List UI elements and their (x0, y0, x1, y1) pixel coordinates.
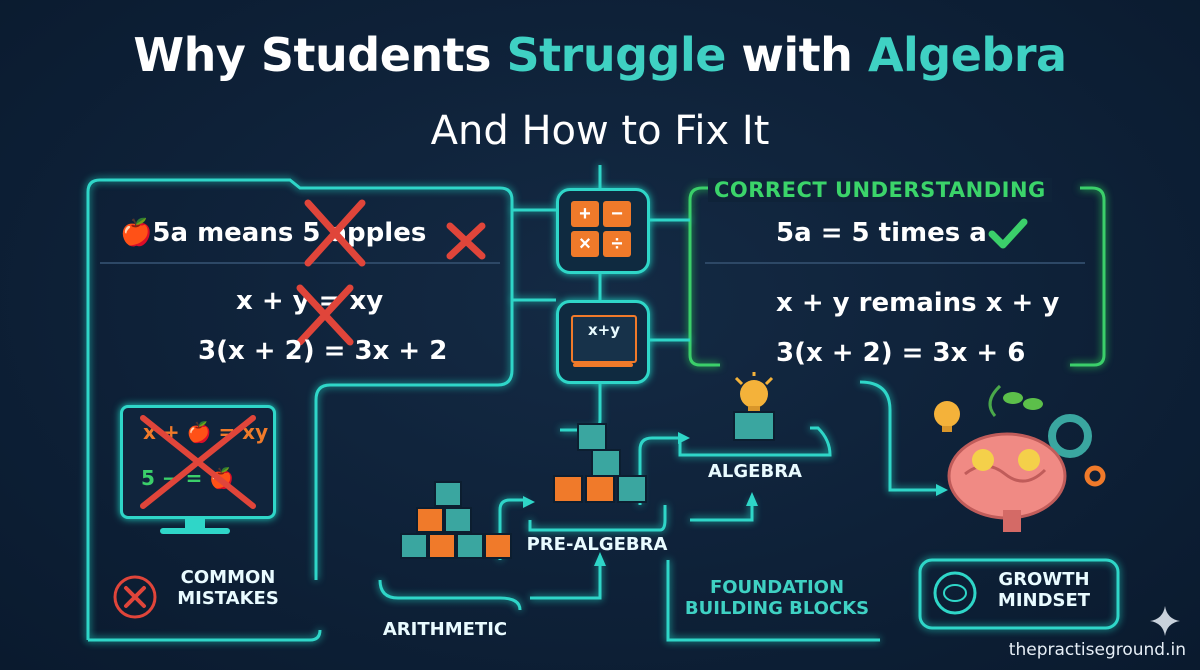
correct-understanding-heading: CORRECT UNDERSTANDING (708, 178, 1052, 202)
red-x-overlay-icon (296, 284, 354, 346)
board-text: x+y (587, 321, 621, 339)
correct-line-2: x + y remains x + y (776, 288, 1060, 318)
watermark: thepractiseground.in (1008, 640, 1186, 660)
label-line: FOUNDATION (709, 577, 845, 598)
arithmetic-label: ARITHMETIC (382, 619, 508, 640)
mistake-line-1: 🍎5a means 5 apples (120, 218, 426, 248)
pre-algebra-label: PRE-ALGEBRA (526, 534, 668, 555)
plus-key: + (571, 201, 599, 227)
close-circle-icon (113, 575, 157, 619)
divide-key: ÷ (603, 231, 631, 257)
calculator-icon: + − × ÷ (556, 188, 650, 274)
brain-growth-icon (934, 384, 1106, 532)
monitor-stand (185, 516, 205, 530)
arithmetic-blocks-icon (400, 481, 512, 559)
chalkboard-icon: x+y (556, 300, 650, 384)
brain-circle-icon (933, 571, 977, 615)
correct-line-1: 5a = 5 times a (776, 218, 987, 248)
title-highlight-struggle: Struggle (506, 28, 727, 82)
label-line: GROWTH (998, 569, 1090, 590)
red-x-overlay-icon (304, 199, 366, 267)
title-part: Why Students (133, 28, 507, 82)
common-mistakes-label: COMMON MISTAKES (168, 567, 288, 609)
growth-mindset-label: GROWTH MINDSET (984, 569, 1104, 611)
checkmark-icon (988, 218, 1028, 249)
lightbulb-box-icon (733, 372, 775, 441)
algebra-label: ALGEBRA (708, 461, 802, 482)
label-line: COMMON (180, 567, 276, 588)
sparkle-icon (1150, 606, 1180, 636)
label-line: MISTAKES (177, 587, 279, 609)
correct-line-3: 3(x + 2) = 3x + 6 (776, 338, 1026, 368)
apple-icon: 🍎 (120, 218, 153, 248)
monitor-base (160, 528, 230, 534)
page-subtitle: And How to Fix It (430, 108, 770, 154)
page-title: Why Students Struggle with Algebra (0, 28, 1200, 82)
label-line: MINDSET (997, 589, 1091, 611)
monitor-icon: x + 🍎 = xy 5 − = 🍎 (120, 405, 276, 519)
mistake-line-3: 3(x + 2) = 3x + 2 (198, 336, 448, 366)
label-line: BUILDING BLOCKS (684, 597, 870, 619)
title-highlight-algebra: Algebra (867, 28, 1067, 82)
times-key: × (571, 231, 599, 257)
title-part: with (725, 28, 868, 82)
foundation-label: FOUNDATION BUILDING BLOCKS (672, 577, 882, 619)
mistake-text: 5a means 5 apples (152, 218, 427, 248)
red-x-icon (446, 222, 486, 260)
minus-key: − (603, 201, 631, 227)
pre-algebra-blocks-icon (553, 423, 647, 503)
